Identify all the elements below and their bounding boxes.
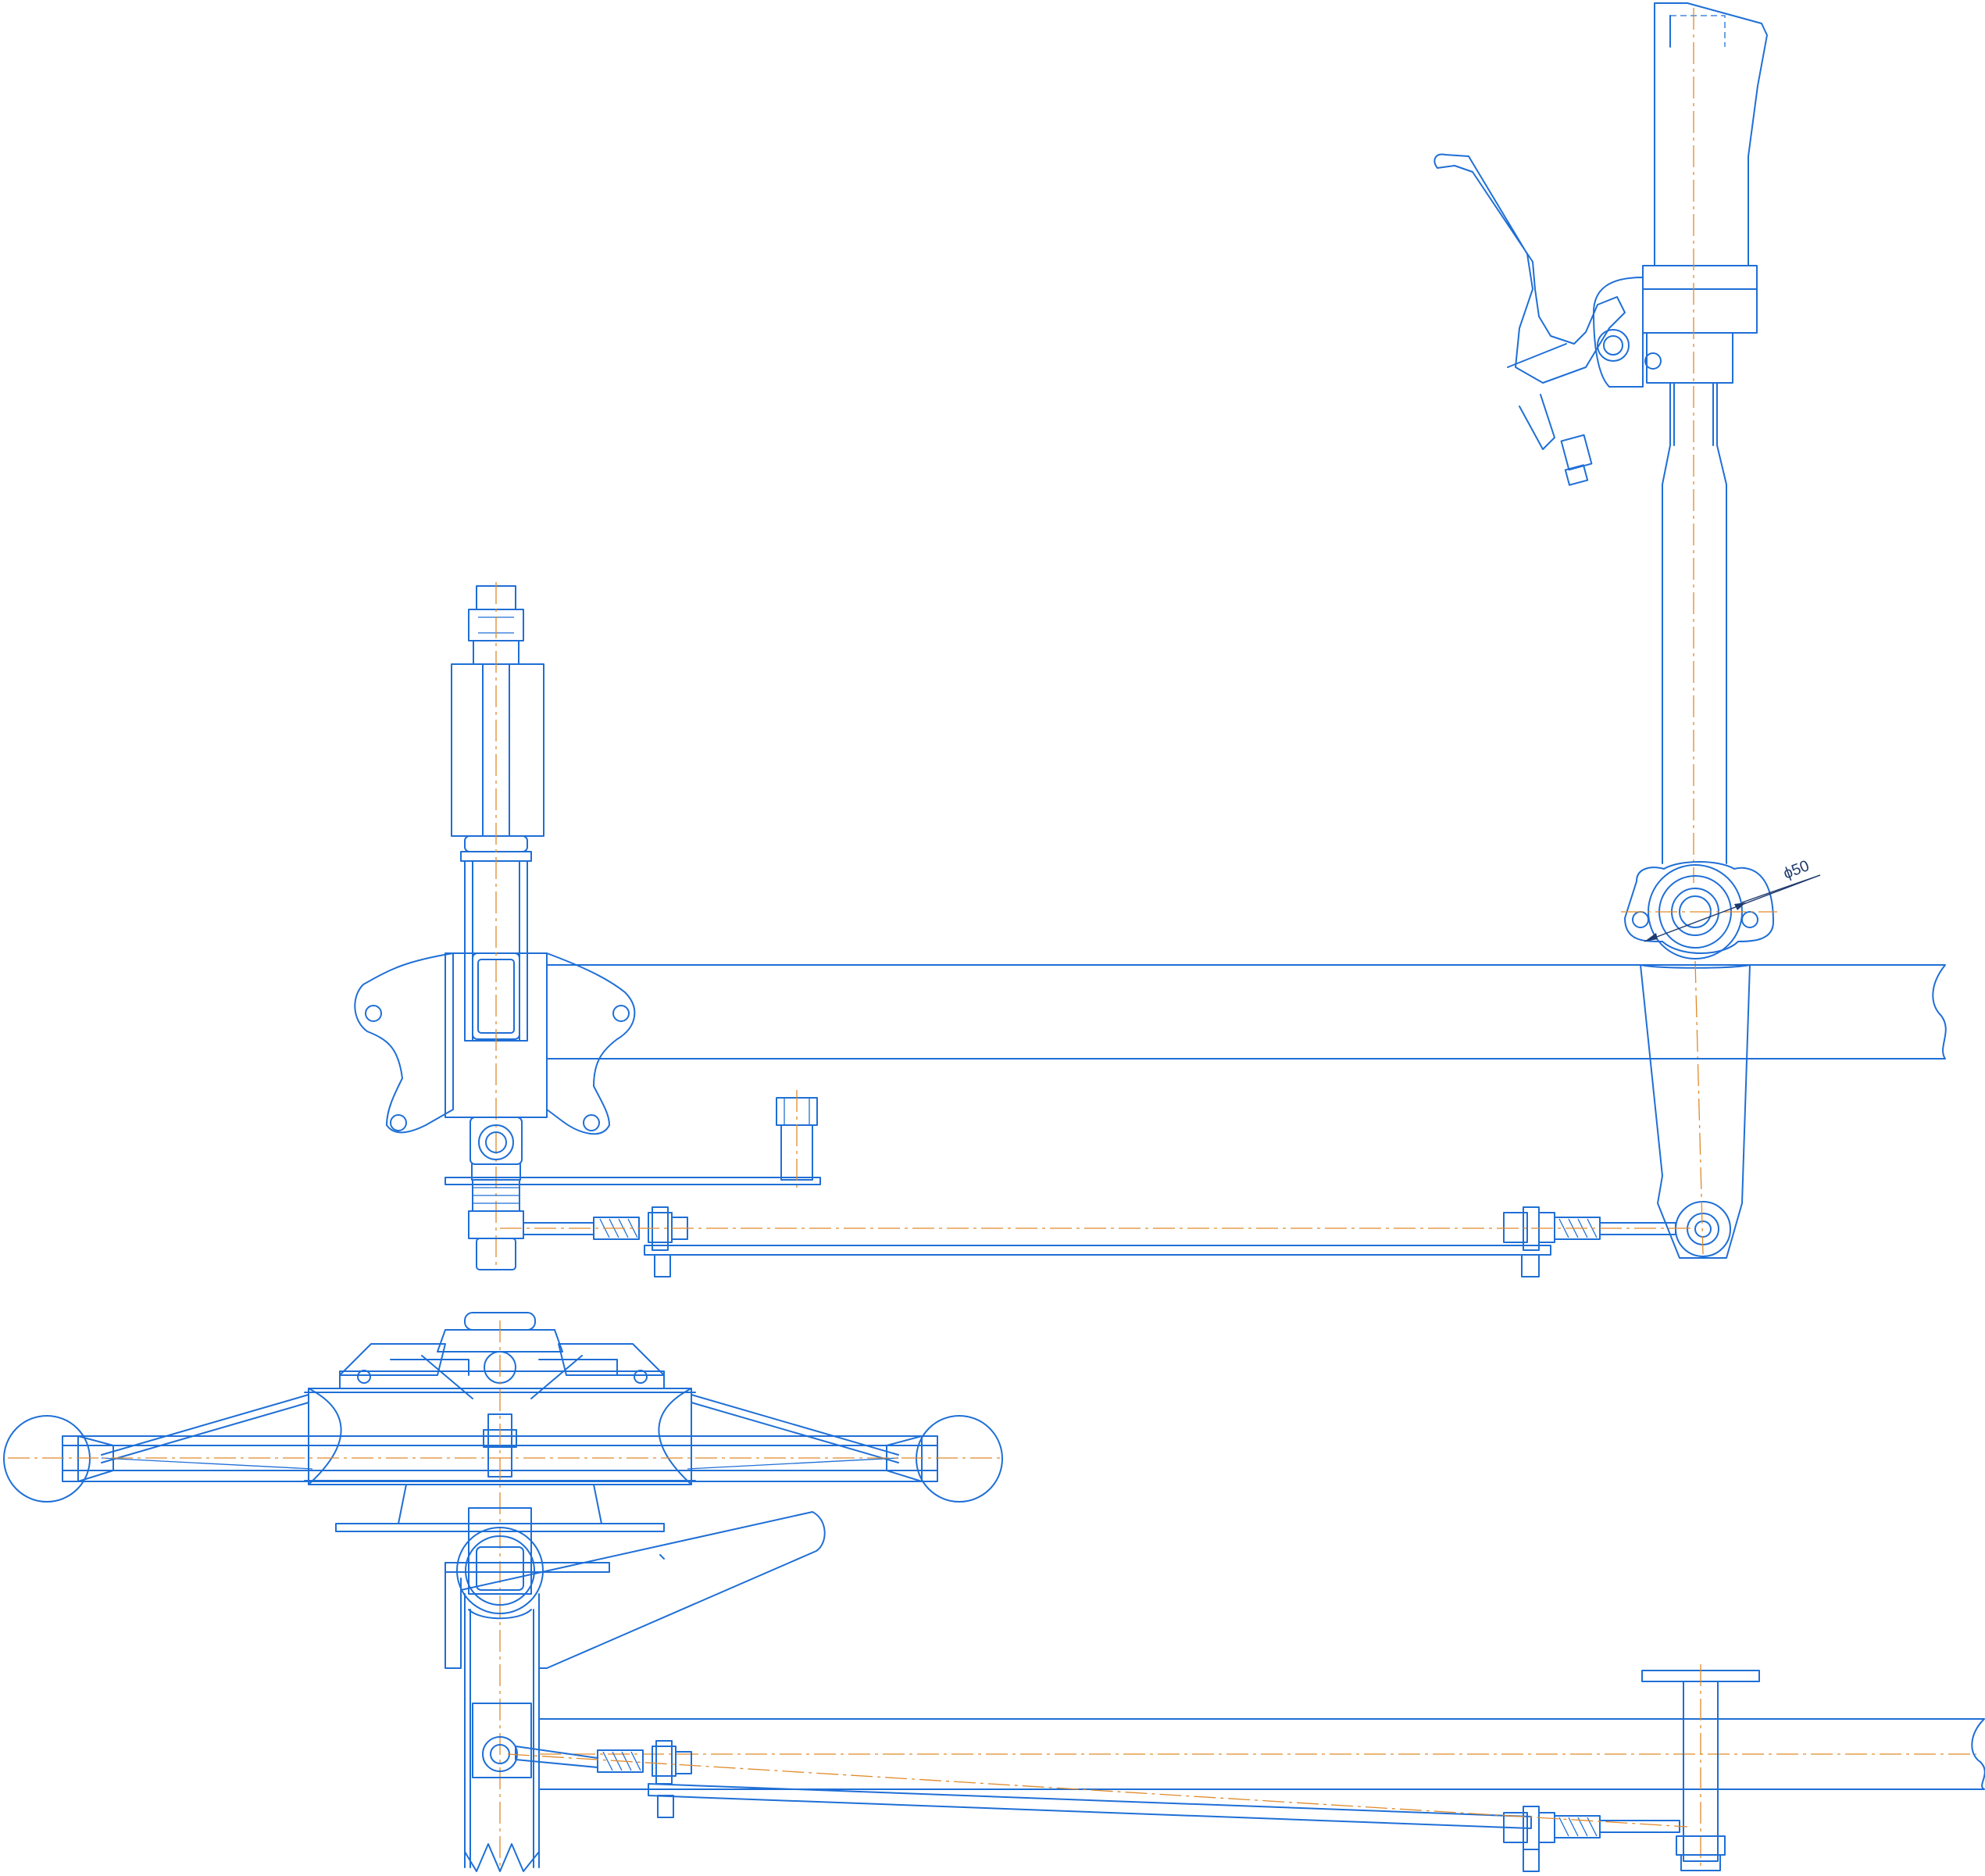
diameter-label: ϕ50: [1781, 857, 1812, 883]
brake-drum-top-view: [3, 1312, 1003, 1872]
frame-beam-side: [546, 964, 1947, 1059]
shock-absorber-assembly: [354, 582, 821, 1270]
handbrake-lever-assembly: ϕ50: [1433, 2, 1821, 1259]
linkage-rod-upper: [500, 1206, 1695, 1277]
frame-beam-top: [538, 1664, 1985, 1871]
diameter-dimension: ϕ50: [1644, 857, 1821, 942]
linkage-rod-lower: [507, 1740, 1688, 1872]
